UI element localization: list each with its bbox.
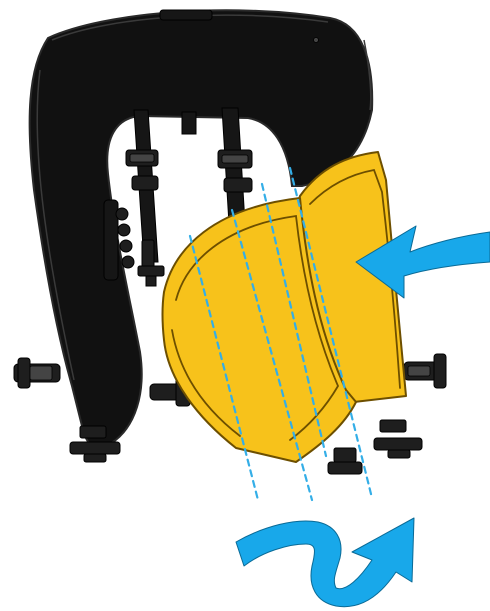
foot-clip-center [328,448,362,474]
clip-left-lower [138,266,164,286]
inflation-bladder-icon [163,152,407,462]
strap-center [182,112,196,134]
side-connector-left [14,358,60,388]
side-connector-right [404,354,446,388]
vest-top-handle [160,10,212,20]
curved-arrow-up-right-icon [236,518,414,607]
vest-zipper-pull [314,38,319,43]
foot-clip-right [374,420,422,458]
